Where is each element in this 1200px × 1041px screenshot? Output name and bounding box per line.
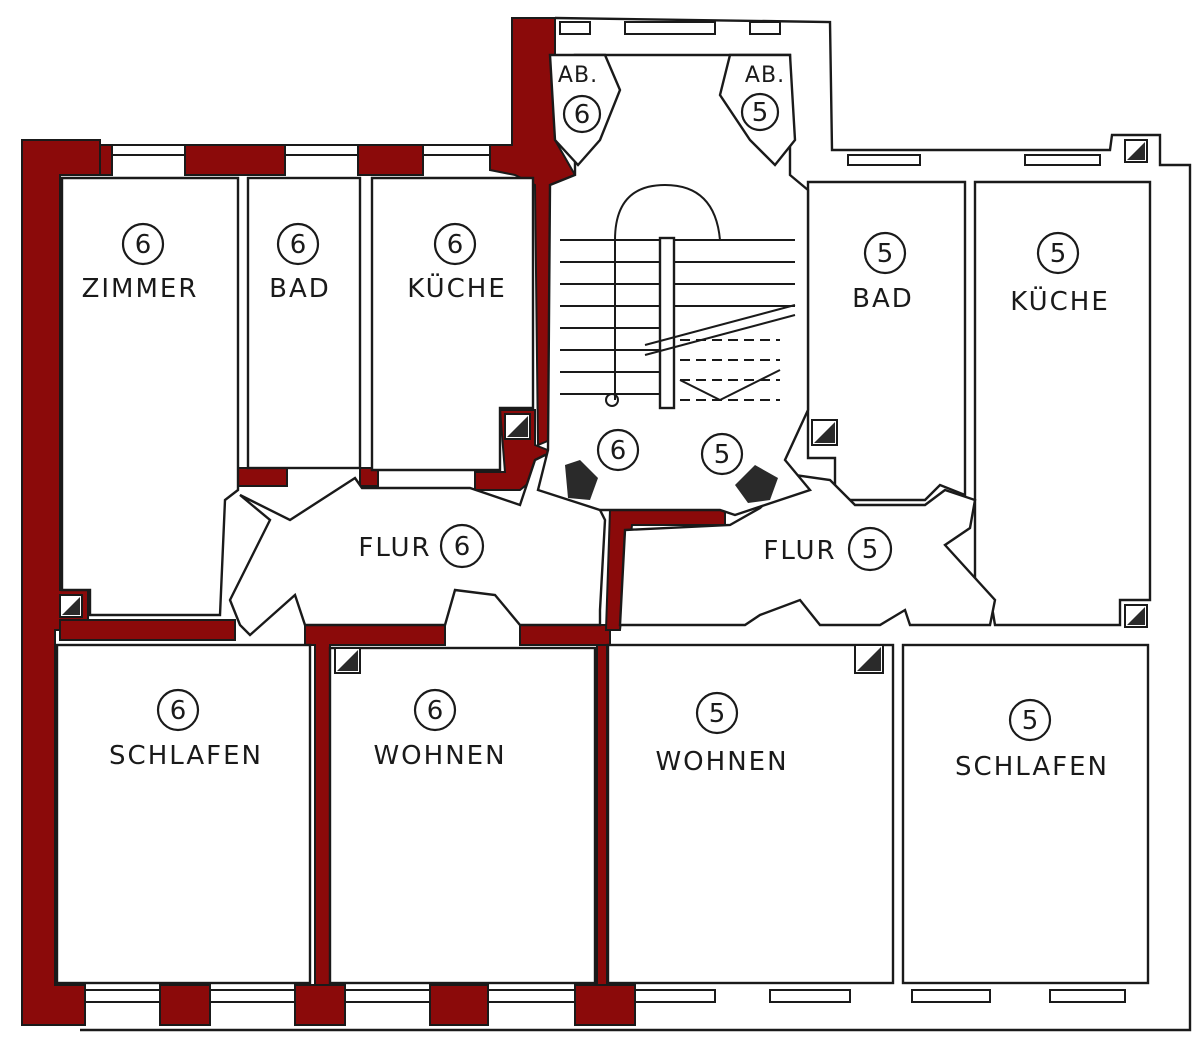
door-arrow-5-icon — [735, 465, 778, 503]
label-ab-6: AB. 6 — [558, 63, 602, 134]
ventilation-shafts — [59, 139, 1148, 674]
door-arrow-6-icon — [565, 460, 598, 500]
room-label: SCHLAFEN — [955, 752, 1109, 782]
room-label: WOHNEN — [373, 741, 506, 771]
label-schlafen-6: 6 SCHLAFEN — [109, 688, 263, 771]
room-number: 5 — [709, 699, 726, 729]
flur-number: 6 — [454, 532, 471, 562]
room-label: BAD — [269, 274, 331, 304]
label-schlafen-5: 5 SCHLAFEN — [955, 698, 1109, 782]
windows — [84, 21, 1126, 1003]
room-label: SCHLAFEN — [109, 741, 263, 771]
ab-label: AB. — [745, 63, 785, 88]
label-kueche-5: 5 KÜCHE — [1010, 231, 1110, 317]
ab-number: 6 — [574, 100, 591, 130]
flur-6-outline — [228, 453, 607, 637]
room-label: KÜCHE — [407, 272, 507, 304]
room-number: 6 — [447, 230, 464, 260]
label-wohnen-5: 5 WOHNEN — [655, 691, 788, 777]
label-flur-6: FLUR 6 — [358, 523, 485, 569]
flur-label: FLUR — [763, 536, 836, 566]
room-number: 5 — [1050, 239, 1067, 269]
label-wohnen-6: 6 WOHNEN — [373, 688, 506, 771]
label-door-6: 6 — [596, 428, 640, 472]
ab-number: 5 — [752, 98, 769, 128]
room-number: 6 — [135, 230, 152, 260]
ab-label: AB. — [558, 63, 598, 88]
label-door-5: 5 — [700, 432, 744, 476]
room-number: 5 — [877, 239, 894, 269]
room-label: KÜCHE — [1010, 285, 1110, 317]
room-label: ZIMMER — [82, 274, 199, 304]
rooms — [55, 176, 1152, 985]
room-label: BAD — [852, 284, 914, 314]
room-number: 6 — [170, 696, 187, 726]
label-zimmer-6: 6 ZIMMER — [82, 222, 199, 304]
room-number: 5 — [1022, 706, 1039, 736]
flur-5-outline — [618, 473, 997, 627]
svg-text:6: 6 — [610, 436, 627, 466]
svg-text:5: 5 — [714, 440, 731, 470]
label-flur-5: FLUR 5 — [763, 526, 893, 572]
label-ab-5: AB. 5 — [740, 63, 785, 132]
label-bad-5: 5 BAD — [852, 231, 914, 314]
flur-label: FLUR — [358, 533, 431, 563]
room-label: WOHNEN — [655, 747, 788, 777]
flur-number: 5 — [862, 535, 879, 565]
label-bad-6: 6 BAD — [269, 222, 331, 304]
label-kueche-6: 6 KÜCHE — [407, 222, 507, 304]
room-number: 6 — [290, 230, 307, 260]
room-number: 6 — [427, 696, 444, 726]
building-outline — [80, 16, 1192, 1032]
